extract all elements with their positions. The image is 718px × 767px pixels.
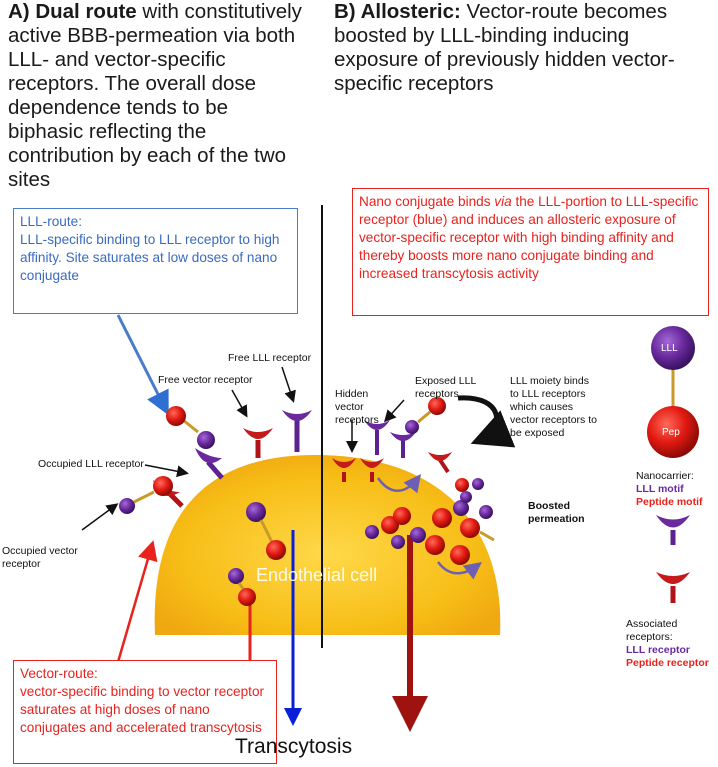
allosteric-text-pre: Nano conjugate binds [359,194,495,209]
endothelial-cell-shape [154,455,501,635]
lll-route-text: LLL-specific binding to LLL receptor to … [20,232,280,283]
panel-a-title: A) Dual route with constitutively active… [8,0,308,192]
vector-route-pointer-arrow [116,540,158,663]
vector-route-text: vector-specific binding to vector recept… [20,684,265,735]
allosteric-text-em: via [494,194,512,209]
exposed-lll-label: Exposed LLL receptors [415,375,476,400]
free-lll-receptor [282,410,312,452]
endothelial-cell-label: Endothelial cell [256,565,378,585]
occupied-vector-label: Occupied vector receptor [2,545,78,570]
free-vector-label: Free vector receptor [158,374,253,386]
lll-moiety-label: LLL moiety binds to LLL receptors which … [510,375,597,439]
conformation-arrow-1 [376,474,422,494]
panel-a-title-text: with constitutively active BBB-permeatio… [8,0,302,191]
conformation-arrow-2 [437,561,482,580]
hidden-vector-receptor-2 [360,458,384,482]
legend-nanocarrier [647,326,699,458]
boosted-cluster [365,478,495,565]
transcytosis-label: Transcytosis [235,735,353,758]
exposed-lll-arrow [383,399,405,423]
free-vector-receptor [243,428,273,458]
panel-b-title: B) Allosteric: Vector-route becomes boos… [334,0,694,96]
hidden-vector-label: Hidden vector receptors [335,388,379,426]
lll-moiety-curved-arrow [457,395,516,448]
free-lll-label: Free LLL receptor [228,352,312,364]
hidden-vector-receptor-1 [332,458,356,482]
occupied-vector-arrow [81,503,119,531]
legend-peptide-motif: Peptide motif [636,496,703,508]
lll-route-heading: LLL-route: [20,214,82,229]
legend-lll-receptor: LLL receptor [626,644,690,656]
exposed-lll-receptor-1 [364,420,390,455]
legend-peptide-receptor: Peptide receptor [626,657,709,669]
occupied-lll-receptor-left [166,406,224,480]
lll-route-pointer-arrow [116,314,169,416]
exposed-vector-receptor [428,452,452,474]
allosteric-text-post: the LLL-portion to LLL-specific receptor… [359,194,699,281]
legend-lll-ball-text: LLL [661,343,678,354]
vector-route-heading: Vector-route: [20,666,98,681]
allosteric-box: Nano conjugate binds via the LLL-portion… [352,188,709,316]
legend-peptide-receptor [656,572,690,603]
panel-b-title-text: Vector-route becomes boosted by LLL-bind… [334,0,675,95]
panel-b-title-bold: B) Allosteric: [334,0,461,23]
occupied-lll-label: Occupied LLL receptor [38,458,144,470]
internalized-nanocarrier-left-2 [228,568,256,606]
lll-route-box: LLL-route: LLL-specific binding to LLL r… [13,208,298,314]
free-lll-arrow [281,366,296,403]
legend-associated-label: Associated receptors: [626,618,678,643]
exposed-lll-receptor-bound [390,397,446,458]
boosted-permeation-label: Boosted permeation [528,500,585,525]
occupied-lll-arrow [144,464,189,478]
panel-a-title-bold: A) Dual route [8,0,137,23]
occupied-vector-receptor-left [119,476,184,514]
internalized-nanocarrier-left-1 [246,502,286,560]
legend-lll-motif: LLL motif [636,483,684,495]
free-vector-arrow [231,389,248,418]
vector-route-box: Vector-route: vector-specific binding to… [13,660,277,764]
legend-nanocarrier-label: Nanocarrier: [636,470,694,482]
legend-lll-receptor [656,515,690,545]
legend-pep-ball-text: Pep [662,427,680,438]
